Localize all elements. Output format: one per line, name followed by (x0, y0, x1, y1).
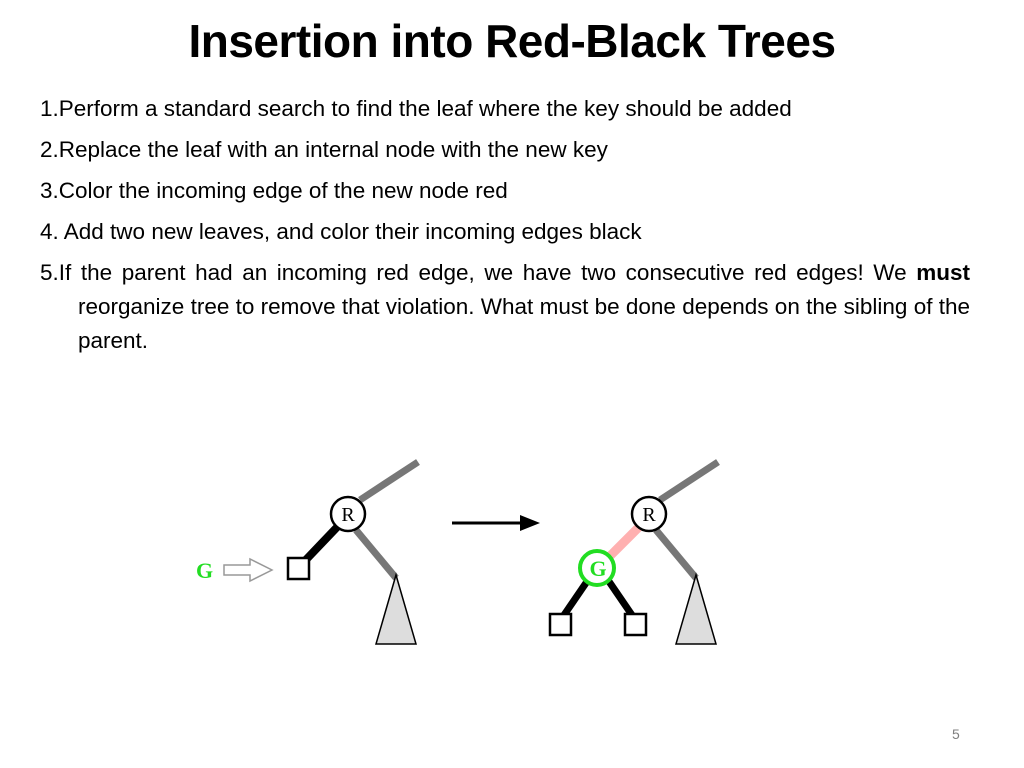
after-leaf-right (623, 612, 648, 637)
before-leaf (286, 556, 311, 581)
before-subtree-triangle (375, 572, 417, 645)
after-subtree-triangle (675, 572, 717, 645)
hollow-arrow-icon (223, 557, 274, 583)
slide-title: Insertion into Red-Black Trees (188, 15, 836, 67)
after-parent-node (630, 495, 668, 533)
insertion-diagram: R G R (223, 459, 720, 645)
before-gray-edge-up (358, 459, 420, 503)
after-gray-edge-up (658, 459, 720, 503)
steps-list: 1.Perform a standard search to find the … (40, 92, 970, 365)
after-black-edge-left (559, 578, 591, 620)
step-5-emphasis: must (916, 260, 970, 285)
step-3: 3.Color the incoming edge of the new nod… (40, 178, 508, 203)
after-new-node-label: G (589, 556, 606, 581)
new-key-label: G (196, 558, 214, 583)
arrow-right-icon (452, 515, 540, 531)
page-number: 5 (952, 726, 960, 742)
step-5-text-a: 5.If the parent had an incoming red edge… (40, 260, 917, 285)
after-tree: G R (548, 459, 720, 645)
after-red-edge (602, 522, 644, 564)
step-5: 5.If the parent had an incoming red edge… (40, 256, 970, 358)
after-new-node (578, 549, 616, 587)
after-black-edge-right (605, 578, 637, 620)
before-parent-label: R (341, 504, 355, 526)
after-gray-edge-down (653, 527, 699, 581)
step-5-text-b: reorganize tree to remove that violation… (78, 294, 970, 353)
after-leaf-left (548, 612, 573, 637)
before-gray-edge-down (353, 527, 399, 581)
before-parent-node (329, 495, 367, 533)
before-tree: R (223, 459, 420, 645)
step-4: 4. Add two new leaves, and color their i… (40, 219, 642, 244)
step-2: 2.Replace the leaf with an internal node… (40, 137, 608, 162)
step-1: 1.Perform a standard search to find the … (40, 96, 792, 121)
after-parent-label: R (642, 504, 656, 526)
